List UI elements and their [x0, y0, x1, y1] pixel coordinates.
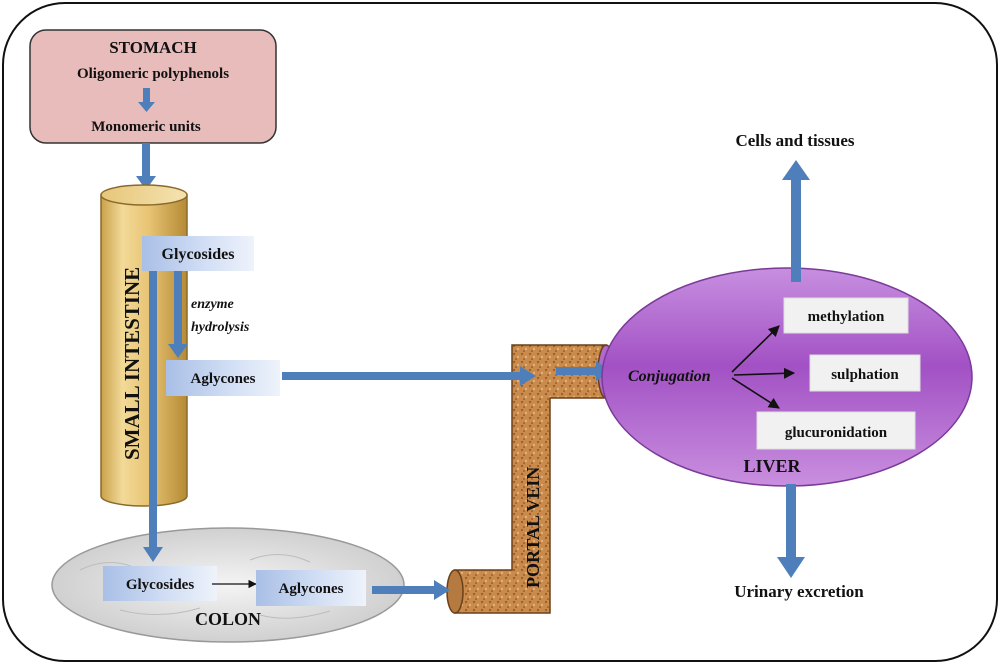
- aglycones-to-portal-arrow: [282, 366, 536, 386]
- stomach-box: [29, 29, 277, 144]
- stomach-to-intestine-arrow: [136, 143, 156, 190]
- glucuronidation-box: [756, 411, 916, 450]
- stomach-title: STOMACH: [109, 38, 197, 57]
- enzyme-label-line2: hydrolysis: [191, 320, 250, 335]
- cells-tissues-label: Cells and tissues: [735, 131, 854, 150]
- enzyme-hydrolysis-arrow: [168, 268, 188, 358]
- colon-aglycones-label: Aglycones: [279, 581, 344, 597]
- urinary-excretion-label: Urinary excretion: [734, 582, 864, 601]
- conjugation-to-sulphation-arrow: [733, 367, 796, 379]
- stomach-line2: Monomeric units: [91, 119, 201, 135]
- intestine-to-colon-arrow: [143, 265, 163, 562]
- colon-group: Glycosides Aglycones COLON: [51, 527, 405, 643]
- colon-label: COLON: [195, 609, 261, 629]
- intestine-glycosides-label: Glycosides: [162, 246, 235, 263]
- portal-vein-left-opening: [446, 569, 464, 614]
- portal-to-liver-arrow: [556, 361, 612, 381]
- small-intestine-label: SMALL INTESTINE: [120, 267, 144, 460]
- stomach-inner-arrow: [138, 88, 155, 112]
- portal-vein-label: PORTAL VEIN: [523, 467, 543, 588]
- conjugation-to-methylation-arrow: [731, 325, 780, 373]
- small-intestine-group: SMALL INTESTINE: [100, 184, 188, 507]
- small-intestine-body: [100, 194, 188, 507]
- sulphation-label: sulphation: [831, 367, 899, 383]
- liver-to-urinary-arrow: [777, 484, 805, 578]
- liver-to-cells-arrow: [782, 160, 810, 282]
- colon-aglycones-box: [256, 570, 366, 606]
- liver-group: Conjugation methylation sulphation glucu…: [601, 267, 973, 487]
- colon-glycosides-label: Glycosides: [126, 577, 194, 593]
- intestine-glycosides-box: [142, 236, 254, 271]
- stomach-group: STOMACH Oligomeric polyphenols Monomeric…: [29, 29, 277, 144]
- methylation-label: methylation: [808, 309, 885, 325]
- liver-conjugation-label: Conjugation: [628, 368, 711, 385]
- intestine-aglycones-label: Aglycones: [191, 371, 256, 387]
- liver-label: LIVER: [743, 456, 801, 476]
- colon-glycosides-box: [103, 566, 217, 601]
- enzyme-label-line1: enzyme: [191, 297, 234, 312]
- colon-to-portal-arrow: [372, 580, 450, 600]
- small-intestine-top: [100, 184, 188, 206]
- stomach-line1: Oligomeric polyphenols: [77, 66, 229, 82]
- conjugation-to-glucuronidation-arrow: [731, 377, 780, 409]
- sulphation-box: [809, 354, 921, 392]
- intestine-aglycones-box: [166, 360, 280, 396]
- glucuronidation-label: glucuronidation: [785, 425, 888, 441]
- methylation-box: [783, 297, 909, 334]
